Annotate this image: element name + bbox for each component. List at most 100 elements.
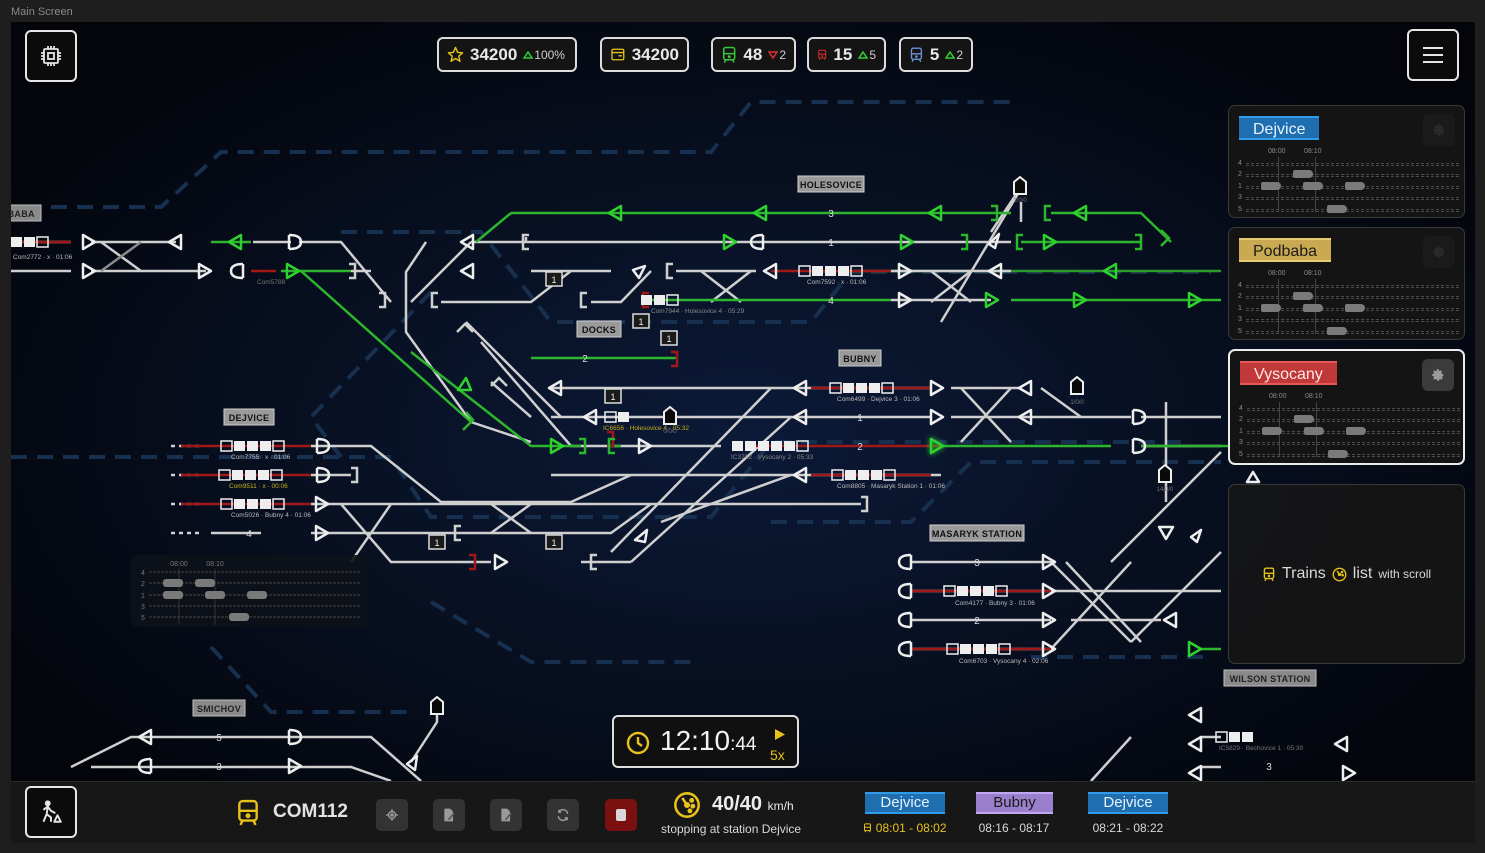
signal[interactable] xyxy=(459,262,475,280)
hardware-settings-button[interactable] xyxy=(25,30,77,82)
game-viewport[interactable]: 1 1 1 1 1 1 3 1 4 2 1 2 4 3 2 5 3 3 Hole… xyxy=(11,22,1475,843)
signal[interactable] xyxy=(792,408,808,426)
signal[interactable] xyxy=(752,204,768,222)
signal[interactable] xyxy=(459,233,475,251)
schedule-block[interactable] xyxy=(1304,427,1324,435)
signal[interactable] xyxy=(493,553,509,571)
signal[interactable] xyxy=(547,379,563,397)
signal[interactable] xyxy=(197,262,213,280)
train-ic6656[interactable] xyxy=(604,411,629,423)
signal[interactable] xyxy=(929,379,945,397)
signal[interactable] xyxy=(607,204,623,222)
schedule-block[interactable] xyxy=(1345,182,1365,190)
station-settings-button[interactable] xyxy=(1423,114,1455,146)
construction-mode-button[interactable] xyxy=(25,786,77,838)
station-plate-smichov[interactable]: Smichov xyxy=(192,699,246,717)
signal[interactable] xyxy=(285,262,301,280)
train-com4177[interactable] xyxy=(943,585,1008,597)
station-plates[interactable]: Holesovice Docks Bubny Dejvice Masaryk S… xyxy=(11,175,1317,717)
station-plate-holesovice[interactable]: Holesovice xyxy=(797,175,865,193)
signal[interactable] xyxy=(987,232,1001,250)
signal[interactable] xyxy=(1187,735,1203,753)
signal[interactable] xyxy=(1187,640,1203,658)
depot-icon[interactable] xyxy=(663,405,677,425)
station-badge[interactable]: Vysocany xyxy=(1240,361,1337,385)
signals[interactable] xyxy=(81,204,1357,782)
station-plate-podbaba[interactable]: Podbaba xyxy=(11,204,42,222)
station-panel-vysocany[interactable]: Vysocany 08:00 08:10 4 2 1 3 5 xyxy=(1228,349,1465,465)
station-plate-wilson[interactable]: Wilson Station xyxy=(1223,669,1317,687)
trains-on-map[interactable] xyxy=(11,236,1253,743)
schedule-block[interactable] xyxy=(1345,304,1365,312)
depot-icon[interactable] xyxy=(1158,463,1172,483)
signal[interactable] xyxy=(1072,291,1088,309)
station-settings-button[interactable] xyxy=(1422,359,1454,391)
map-timetable-widget[interactable]: 08:00 08:10 4 2 1 3 5 xyxy=(131,555,367,627)
signal[interactable] xyxy=(792,466,808,484)
train-com6703[interactable] xyxy=(946,643,1011,655)
station-panel-podbaba[interactable]: Podbaba 08:00 08:10 4 2 1 3 5 xyxy=(1228,227,1465,340)
signal[interactable] xyxy=(1187,764,1203,782)
main-menu-button[interactable] xyxy=(1407,29,1459,81)
signal[interactable] xyxy=(1042,233,1058,251)
signal[interactable] xyxy=(549,437,565,455)
signal[interactable] xyxy=(897,291,913,309)
signal[interactable] xyxy=(1017,379,1033,397)
station-badge[interactable]: Dejvice xyxy=(1239,116,1320,140)
signal[interactable] xyxy=(1041,640,1057,658)
signal[interactable] xyxy=(1341,764,1357,782)
schedule-block[interactable] xyxy=(1328,450,1348,458)
train-com8805[interactable] xyxy=(831,469,896,481)
play-icon[interactable] xyxy=(774,728,786,741)
schedule-stop-2[interactable]: Bubny xyxy=(976,792,1053,814)
schedule-block[interactable] xyxy=(1261,304,1281,312)
station-badge[interactable]: Podbaba xyxy=(1239,238,1332,262)
station-plate-dejvice[interactable]: Dejvice xyxy=(223,408,275,426)
signal[interactable] xyxy=(984,291,1000,309)
schedule-block[interactable] xyxy=(1262,427,1282,435)
edit-schedule-alt-button[interactable] xyxy=(490,799,522,831)
schedule-block[interactable] xyxy=(1346,427,1366,435)
train-com9511[interactable] xyxy=(218,469,283,481)
signal[interactable] xyxy=(897,262,913,280)
stop-train-button[interactable] xyxy=(605,799,637,831)
schedule-stop-3[interactable]: Dejvice xyxy=(1088,792,1168,814)
signal[interactable] xyxy=(631,264,647,280)
signal[interactable] xyxy=(633,528,649,544)
train-com5026[interactable] xyxy=(220,498,285,510)
signal[interactable] xyxy=(81,262,97,280)
signal[interactable] xyxy=(929,437,945,455)
depot-icon[interactable] xyxy=(430,695,444,715)
station-plate-masaryk[interactable]: Masaryk Station xyxy=(929,524,1025,542)
signal[interactable] xyxy=(1187,706,1203,724)
signal[interactable] xyxy=(137,728,153,746)
station-plate-bubny[interactable]: Bubny xyxy=(838,349,882,367)
signal[interactable] xyxy=(1245,470,1261,484)
train-ic3762[interactable] xyxy=(732,440,809,452)
signal[interactable] xyxy=(899,233,915,251)
signal[interactable] xyxy=(405,754,419,772)
schedule-block[interactable] xyxy=(1303,182,1323,190)
signal[interactable] xyxy=(287,757,303,775)
train-com7755[interactable] xyxy=(220,440,285,452)
signal[interactable] xyxy=(1072,204,1088,222)
locate-train-button[interactable] xyxy=(376,799,408,831)
depot-icon[interactable] xyxy=(1070,375,1084,395)
schedule-stop-1[interactable]: Dejvice xyxy=(865,792,945,814)
train-com7944[interactable] xyxy=(641,294,679,306)
reverse-train-button[interactable] xyxy=(547,799,579,831)
depots[interactable] xyxy=(430,175,1172,715)
depot-icon[interactable] xyxy=(1013,175,1027,195)
signal[interactable] xyxy=(1187,291,1203,309)
signal[interactable] xyxy=(227,233,243,251)
signal[interactable] xyxy=(1041,611,1057,629)
signal[interactable] xyxy=(1041,582,1057,600)
station-settings-button[interactable] xyxy=(1423,236,1455,268)
signal[interactable] xyxy=(1333,735,1349,753)
signal[interactable] xyxy=(762,262,778,280)
signal[interactable] xyxy=(1017,408,1033,426)
signal[interactable] xyxy=(987,262,1003,280)
edit-schedule-button[interactable] xyxy=(433,799,465,831)
signal[interactable] xyxy=(1157,525,1175,541)
signal[interactable] xyxy=(792,379,808,397)
